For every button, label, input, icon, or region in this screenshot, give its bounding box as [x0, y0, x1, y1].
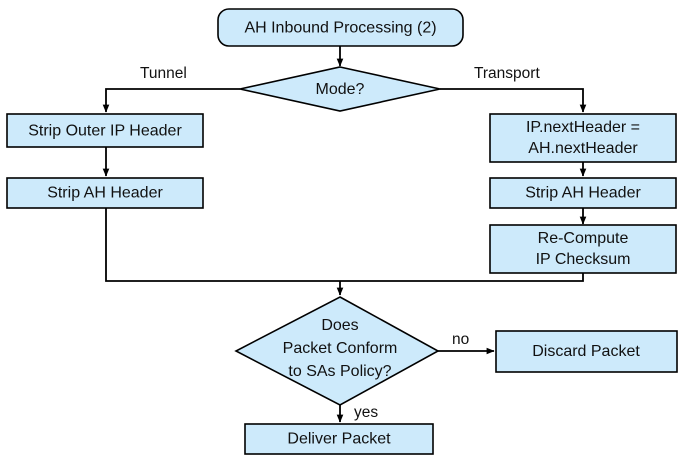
- node-strip-ah-header-tunnel[interactable]: Strip AH Header: [6, 177, 204, 209]
- node-recompute-checksum[interactable]: Re-Compute IP Checksum: [489, 224, 677, 274]
- edge-left-to-merge: [105, 207, 340, 282]
- next-header-shape: [489, 113, 677, 163]
- strip-ah-header-tunnel-shape: [6, 177, 204, 209]
- edge-label-transport: Transport: [474, 65, 540, 82]
- deliver-packet-label: Deliver Packet: [287, 431, 391, 448]
- policy-decision-line2: Packet Conform: [283, 340, 398, 357]
- edge-mode-to-transport: [440, 88, 587, 113]
- node-next-header[interactable]: IP.nextHeader = AH.nextHeader: [489, 113, 677, 163]
- strip-outer-ip-header-shape: [6, 113, 204, 148]
- edge-label-yes: yes: [354, 404, 378, 421]
- start-shape: [217, 8, 464, 47]
- next-header-line2: AH.nextHeader: [528, 140, 638, 157]
- strip-ah-header-transport-label: Strip AH Header: [525, 185, 641, 202]
- policy-decision-line1: Does: [321, 317, 358, 334]
- discard-packet-label: Discard Packet: [532, 343, 640, 360]
- node-strip-outer-ip-header[interactable]: Strip Outer IP Header: [6, 113, 204, 148]
- next-header-line1: IP.nextHeader =: [526, 119, 640, 136]
- strip-ah-header-tunnel-label: Strip AH Header: [47, 185, 163, 202]
- discard-packet-shape: [495, 330, 678, 373]
- edge-label-no: no: [452, 331, 469, 348]
- strip-ah-header-transport-shape: [489, 177, 677, 209]
- strip-outer-ip-header-label: Strip Outer IP Header: [28, 123, 182, 140]
- deliver-packet-shape: [244, 423, 434, 455]
- policy-decision-line3: to SAs Policy?: [288, 363, 391, 380]
- mode-decision-label: Mode?: [316, 81, 365, 98]
- policy-decision-shape: [234, 296, 440, 406]
- recompute-checksum-line2: IP Checksum: [536, 251, 631, 268]
- node-deliver-packet[interactable]: Deliver Packet: [244, 423, 434, 455]
- edge-label-tunnel: Tunnel: [140, 65, 187, 82]
- edge-right-to-merge: [340, 272, 584, 282]
- mode-decision-shape: [239, 66, 441, 112]
- start-label: AH Inbound Processing (2): [244, 20, 436, 37]
- node-strip-ah-header-transport[interactable]: Strip AH Header: [489, 177, 677, 209]
- recompute-checksum-shape: [489, 224, 677, 274]
- recompute-checksum-line1: Re-Compute: [538, 230, 629, 247]
- node-mode-decision[interactable]: Mode?: [239, 66, 441, 112]
- edge-mode-to-tunnel: [102, 88, 240, 113]
- node-start[interactable]: AH Inbound Processing (2): [217, 8, 464, 47]
- node-policy-decision[interactable]: Does Packet Conform to SAs Policy?: [234, 296, 440, 406]
- node-discard-packet[interactable]: Discard Packet: [495, 330, 678, 373]
- connectors: [102, 46, 587, 423]
